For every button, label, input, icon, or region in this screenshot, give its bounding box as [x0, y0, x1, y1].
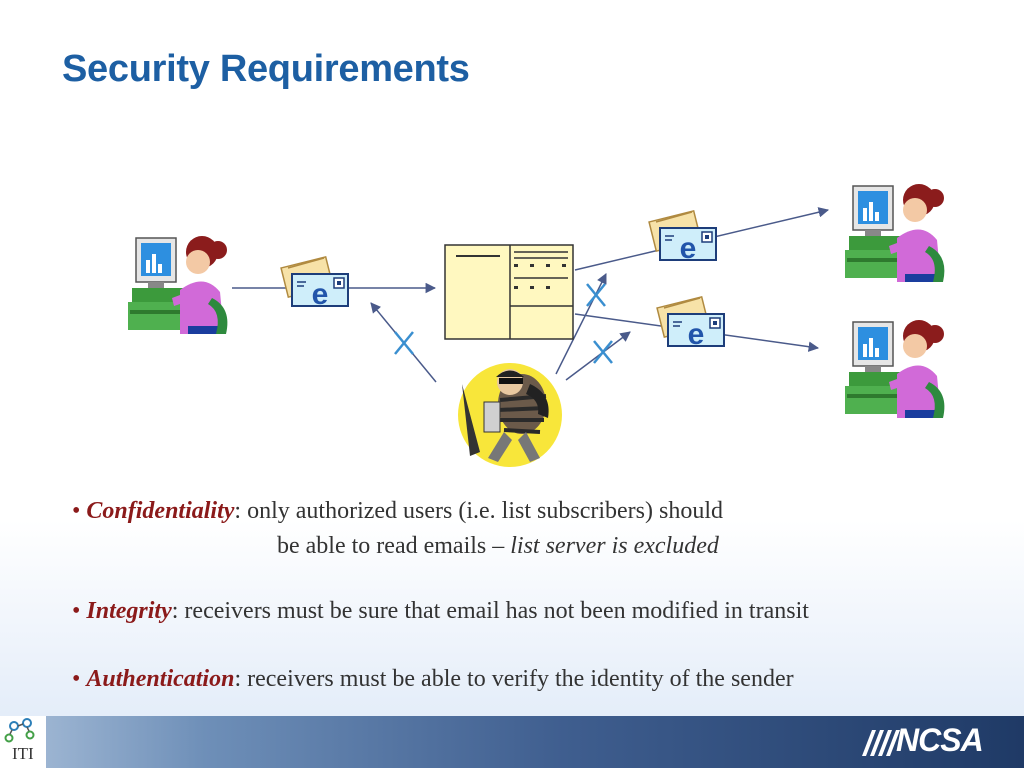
bullet-text-line2: be able to read emails – — [277, 533, 511, 559]
bullet-integrity: • Integrity: receivers must be sure that… — [72, 598, 809, 625]
bullet-text: : receivers must be able to verify the i… — [234, 666, 794, 692]
email-flow-diagram: e e e — [127, 183, 946, 467]
receiver-1-computer-user-icon — [844, 183, 946, 283]
blocked-x-icon — [592, 339, 614, 365]
blocked-x-icon — [393, 330, 415, 356]
bullet-text: : only authorized users (i.e. list subsc… — [234, 498, 723, 524]
bullet-confidentiality: • Confidentiality: only authorized users… — [72, 494, 723, 564]
email-envelope-icon: e — [280, 255, 349, 311]
slide-title: Security Requirements — [62, 48, 470, 90]
iti-logo-text: ITI — [12, 744, 34, 763]
bullet-marker: • — [72, 666, 81, 692]
bullet-marker: • — [72, 598, 81, 624]
arrow-attacker-intercept-down — [565, 331, 631, 381]
ncsa-logo-text: NCSA — [896, 722, 984, 758]
email-glyph: e — [312, 278, 329, 311]
iti-logo: ITI — [0, 716, 46, 768]
bullet-authentication: • Authentication: receivers must be able… — [72, 666, 794, 693]
blocked-x-icon — [585, 282, 607, 308]
term-integrity: Integrity — [86, 598, 172, 624]
footer-bar: ITI NCSA — [0, 716, 1024, 768]
email-envelope-icon: e — [656, 295, 725, 351]
iti-logo-icon — [4, 718, 35, 743]
bullet-italic-note: list server is excluded — [510, 533, 719, 559]
arrow-attacker-intercept-up — [555, 273, 607, 375]
email-glyph: e — [680, 232, 697, 265]
email-envelope-icon: e — [648, 209, 717, 265]
bullet-marker: • — [72, 498, 81, 524]
list-server-icon — [444, 244, 574, 340]
receiver-2-computer-user-icon — [844, 319, 946, 419]
email-glyph: e — [688, 318, 705, 351]
sender-computer-user-icon — [127, 235, 229, 335]
burglar-icon — [458, 363, 562, 467]
bullet-text: : receivers must be sure that email has … — [171, 598, 809, 624]
term-authentication: Authentication — [86, 666, 235, 692]
ncsa-logo-icon — [862, 730, 900, 756]
term-confidentiality: Confidentiality — [86, 498, 235, 524]
